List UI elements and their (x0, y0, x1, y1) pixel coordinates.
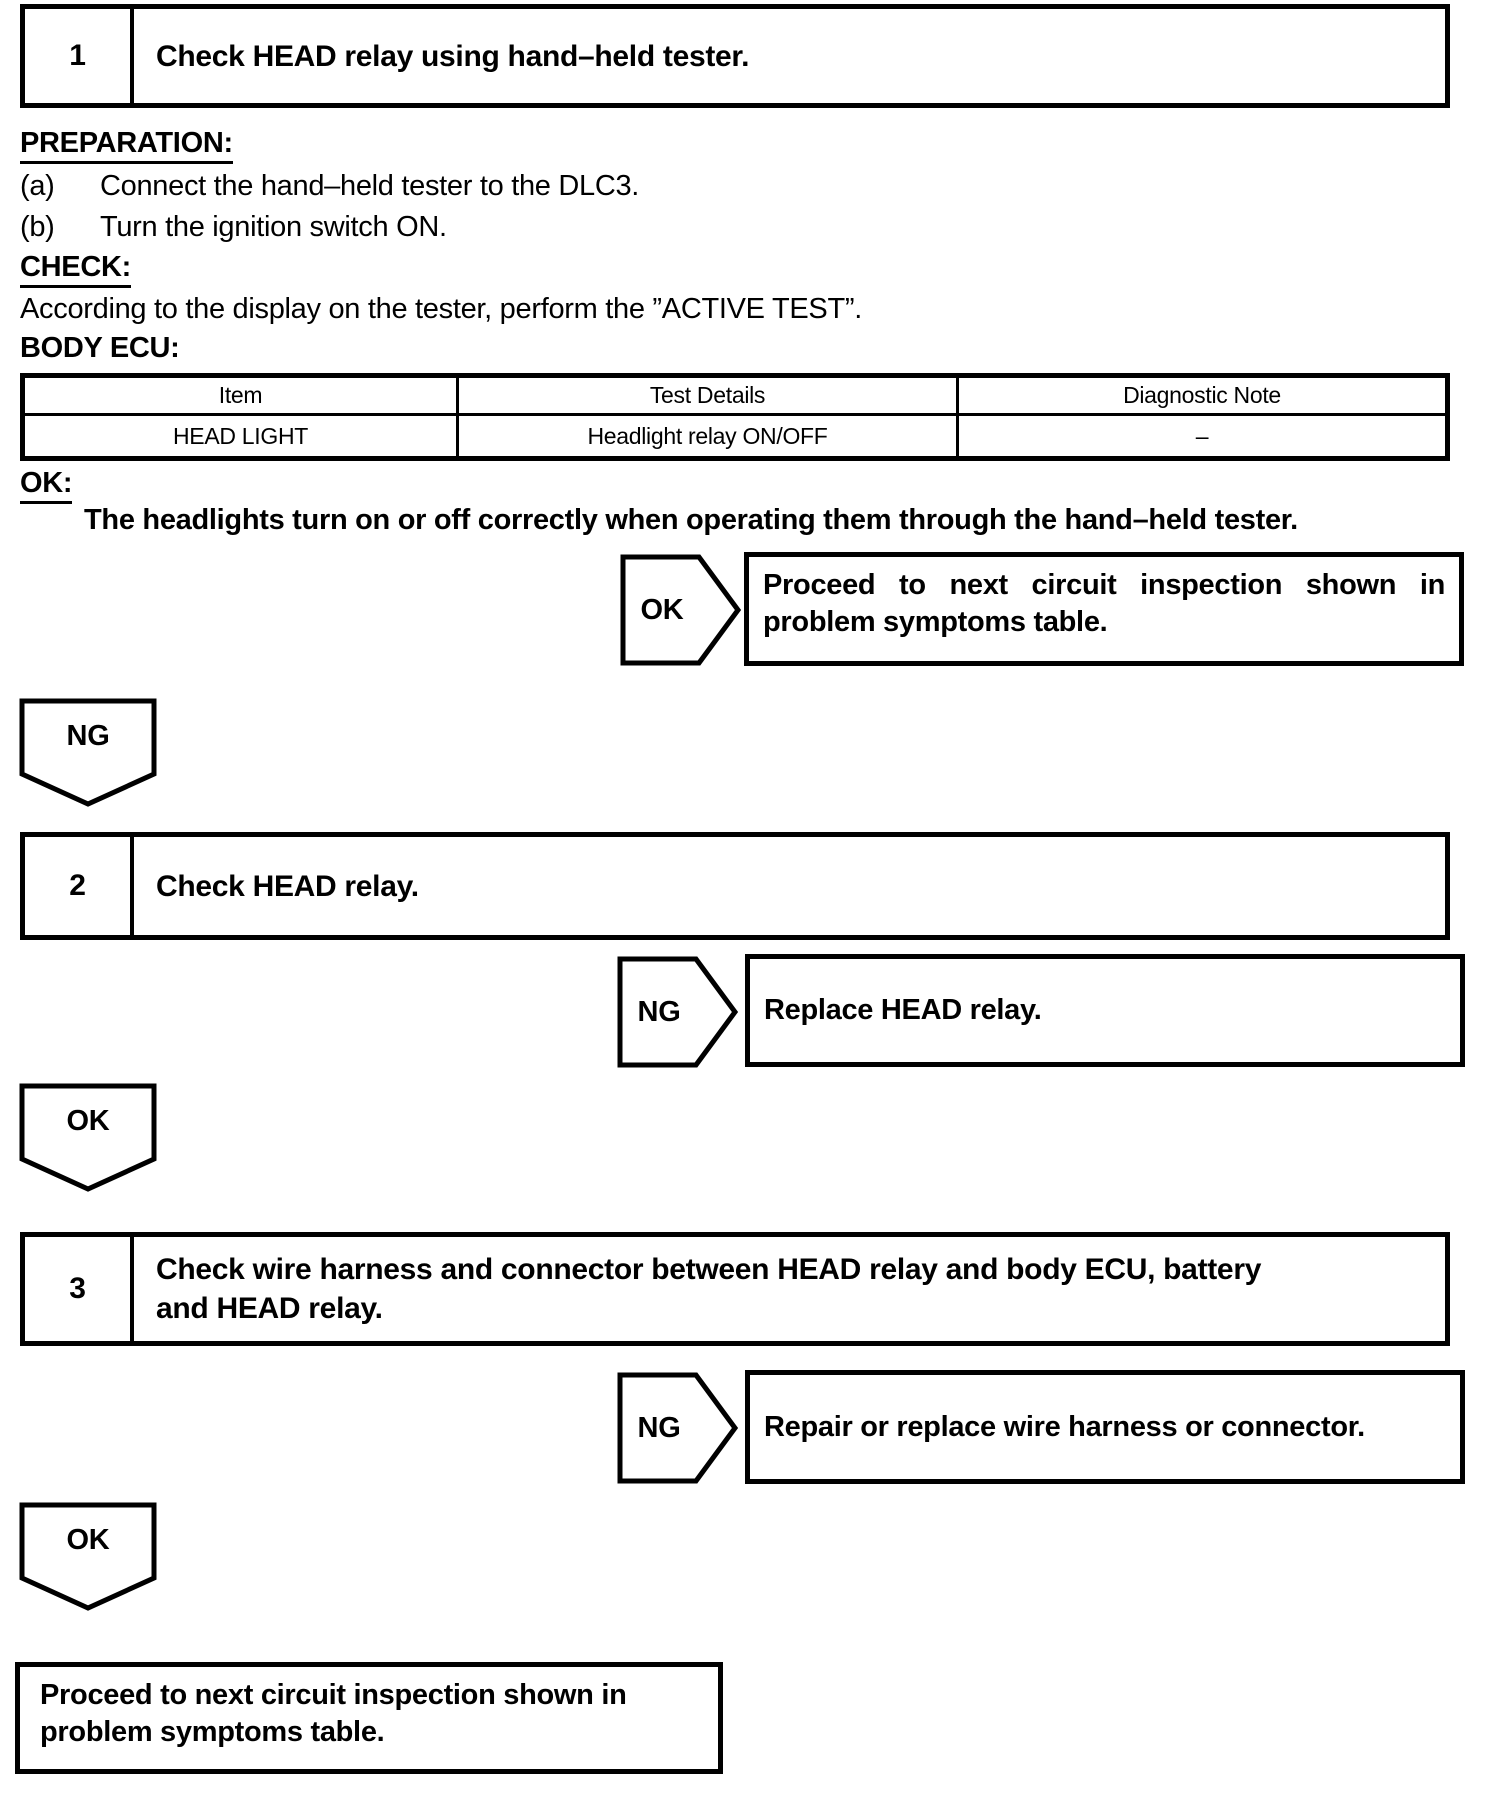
step-3-box: 3 Check wire harness and connector betwe… (20, 1232, 1450, 1346)
ok-arrow-label: OK (640, 593, 684, 626)
ok-heading: OK: (20, 466, 73, 504)
ng-arrow-label-2: NG (637, 1411, 681, 1444)
step-2-number: 2 (25, 837, 134, 935)
step-3-number: 3 (25, 1237, 134, 1341)
prep-step-b-label: (b) (20, 211, 55, 243)
table-header-item: Item (21, 374, 459, 416)
prep-step-b-text: Turn the ignition switch ON. (100, 211, 447, 243)
ng-down-arrow-label: NG (66, 719, 110, 752)
body-ecu-heading: BODY ECU: (20, 331, 180, 365)
prep-step-a-label: (a) (20, 170, 55, 202)
ok-right-arrow-icon: OK (620, 554, 742, 666)
table-header-test-details: Test Details (456, 374, 959, 416)
ok-down-arrow-icon: OK (19, 1083, 157, 1193)
step-1-box: 1 Check HEAD relay using hand–held teste… (20, 4, 1450, 108)
preparation-heading: PREPARATION: (20, 126, 233, 164)
ok-condition-text: The headlights turn on or off correctly … (84, 504, 1298, 536)
ng-down-arrow-icon: NG (19, 698, 157, 808)
table-header-diagnostic-note: Diagnostic Note (956, 374, 1449, 416)
table-cell-item: HEAD LIGHT (21, 413, 459, 460)
ng-right-arrow-icon-2: NG (617, 1372, 739, 1484)
ok-action-box: Proceed to next circuit inspection shown… (744, 552, 1464, 666)
check-heading-text: CHECK: (20, 250, 131, 288)
body-ecu-heading-text: BODY ECU: (20, 332, 180, 364)
table-row: HEAD LIGHT Headlight relay ON/OFF – (21, 413, 1449, 460)
ng-right-arrow-icon: NG (617, 956, 739, 1068)
ng-arrow-label: NG (637, 995, 681, 1028)
table-cell-diagnostic-note: – (956, 413, 1449, 460)
check-text: According to the display on the tester, … (20, 293, 862, 325)
step-2-title: Check HEAD relay. (156, 869, 419, 903)
step-3-title: Check wire harness and connector between… (156, 1253, 1262, 1325)
step-1-number: 1 (25, 9, 134, 103)
step-1-title: Check HEAD relay using hand–held tester. (156, 39, 750, 73)
ok-down-arrow-label: OK (66, 1104, 110, 1137)
preparation-heading-text: PREPARATION: (20, 126, 233, 164)
ok-heading-text: OK: (20, 466, 73, 504)
ok-down-arrow-label-2: OK (66, 1523, 110, 1556)
ok-down-arrow-icon-2: OK (19, 1502, 157, 1612)
check-heading: CHECK: (20, 250, 131, 288)
prep-step-a-text: Connect the hand–held tester to the DLC3… (100, 170, 640, 202)
replace-relay-action-box: Replace HEAD relay. (745, 954, 1465, 1067)
table-cell-test-details: Headlight relay ON/OFF (456, 413, 959, 460)
step-2-box: 2 Check HEAD relay. (20, 832, 1450, 940)
prep-step-a: (a) (20, 169, 55, 203)
repair-harness-action-box: Repair or replace wire harness or connec… (745, 1370, 1465, 1484)
final-action-box: Proceed to next circuit inspection shown… (15, 1662, 723, 1774)
prep-step-b: (b) (20, 210, 55, 244)
table-header-row: Item Test Details Diagnostic Note (21, 374, 1449, 416)
active-test-table: Item Test Details Diagnostic Note HEAD L… (20, 373, 1450, 461)
